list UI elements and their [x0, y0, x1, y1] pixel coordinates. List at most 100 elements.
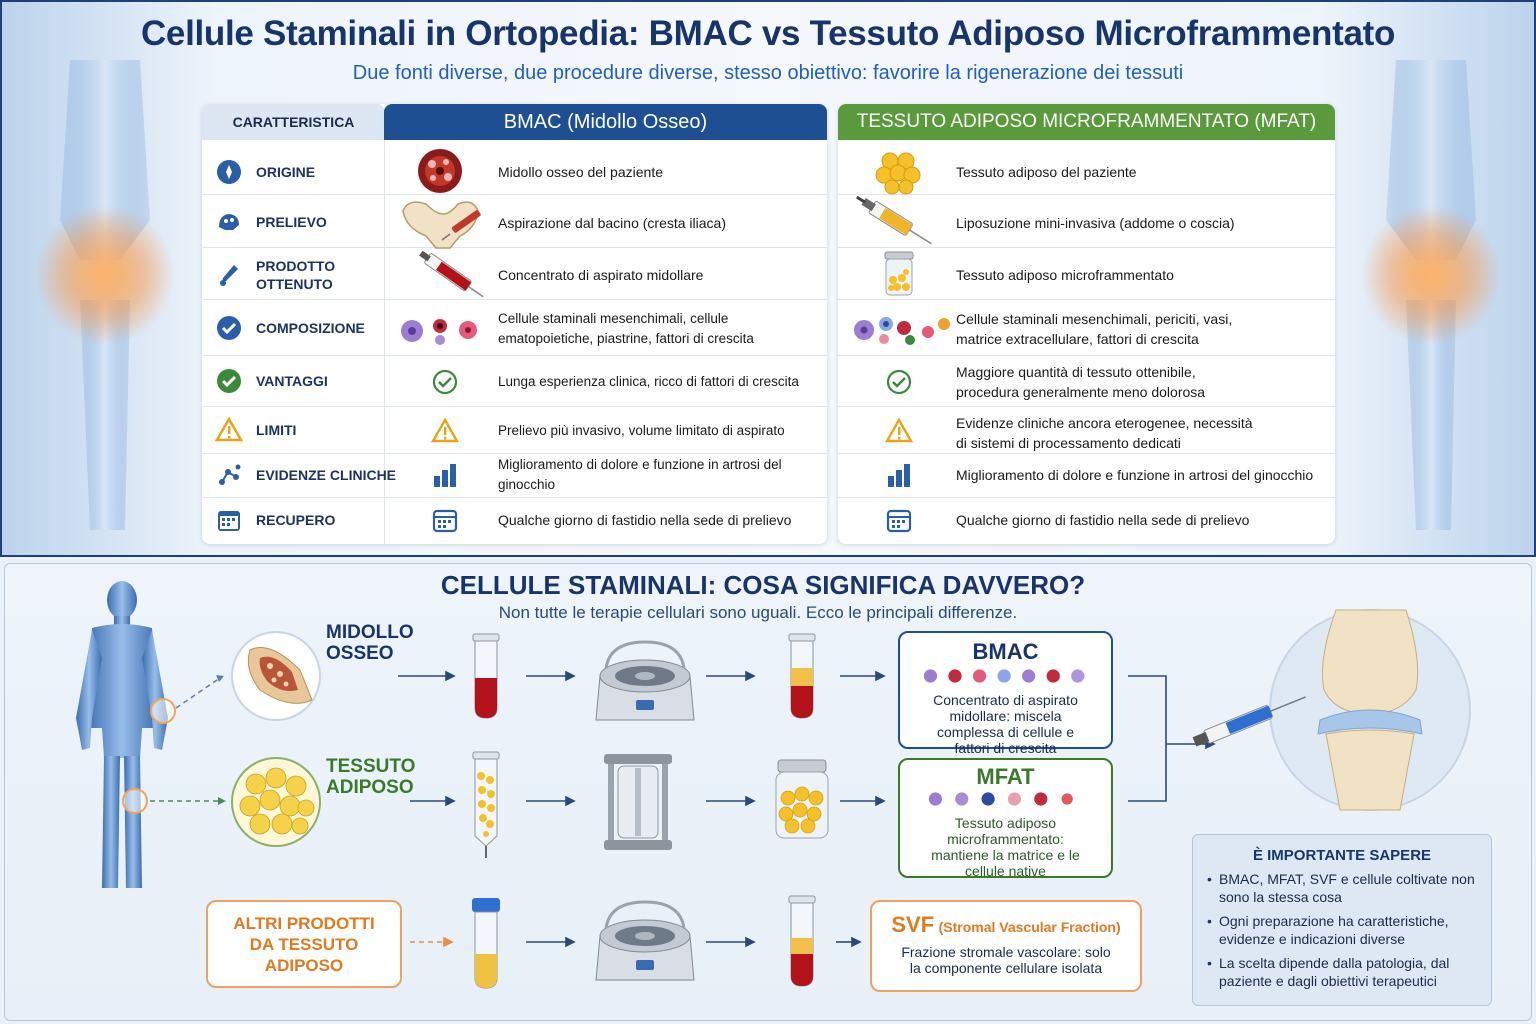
- dashed-arrows-icon: [150, 675, 226, 805]
- pelvis-syringe-icon: [402, 201, 481, 249]
- mfat-limits: Evidenze cliniche ancora eterogenee, nec…: [956, 415, 1253, 451]
- process-subtitle: Non tutte le terapie cellulari sono ugua…: [498, 603, 1018, 622]
- result-mfat-title: MFAT: [976, 764, 1035, 789]
- mfat-harvest: Liposuzione mini-invasiva (addome o cosc…: [956, 215, 1235, 231]
- warning-icon: [214, 416, 244, 442]
- mfat-advantages: Maggiore quantità di tessuto ottenibile,…: [956, 364, 1206, 400]
- row-divider: [202, 453, 827, 454]
- centrifuge-svf-icon: [595, 900, 695, 981]
- liposuction-syringe-icon: [856, 195, 932, 245]
- row-divider: [838, 406, 1335, 407]
- jar-icon: [884, 251, 914, 296]
- calendar-icon: [432, 509, 458, 533]
- page-subtitle: Due fonti diverse, due procedure diverse…: [352, 62, 1184, 84]
- info-item: Ogni preparazione ha caratteristiche, ev…: [1207, 912, 1477, 948]
- mfat-recovery: Qualche giorno di fastidio nella sede di…: [956, 512, 1250, 528]
- mixed-cells-icon: [401, 319, 477, 345]
- adipose-site-marker-icon: [122, 788, 148, 814]
- result-mfat-desc: Tessuto adiposo microframmentato: mantie…: [931, 815, 1080, 879]
- result-mfat-box: MFAT Tessuto adiposo microframmentato: m…: [898, 758, 1113, 879]
- calendar-icon: [886, 509, 912, 533]
- result-svf-desc: Frazione stromale vascolare: solo la com…: [901, 944, 1111, 976]
- info-title: È IMPORTANTE SAPERE: [1252, 847, 1432, 864]
- source-adipose-label: TESSUTO ADIPOSO: [326, 756, 416, 798]
- bmac-limits: Prelievo più invasivo, volume limitato d…: [498, 423, 785, 438]
- bmac-composition: Cellule staminali mesenchimali, cellule …: [498, 311, 754, 346]
- cells-row-icon: [923, 669, 1084, 683]
- row-divider: [838, 247, 1335, 248]
- test-tube-adipose-icon: [472, 751, 500, 858]
- header-bmac: BMAC (Midollo Osseo): [384, 104, 827, 140]
- row-divider: [202, 194, 827, 195]
- feature-label: COMPOSIZIONE: [256, 320, 365, 336]
- feature-column: [202, 104, 827, 544]
- feature-label: ORIGINE: [256, 164, 316, 180]
- row-divider: [202, 355, 827, 356]
- row-divider: [838, 355, 1335, 356]
- result-svf-title-extra: (Stromal Vascular Fraction): [938, 919, 1121, 935]
- processing-device-icon: [604, 754, 672, 850]
- row-divider: [202, 497, 827, 498]
- check-icon: [217, 369, 241, 393]
- feature-label: PRODOTTO OTTENUTO: [256, 258, 336, 292]
- adipose-tissue-section-icon: [231, 757, 321, 847]
- feature-advantages: VANTAGGI: [216, 363, 386, 399]
- other-products-box: ALTRI PRODOTTI DA TESSUTO ADIPOSO: [206, 900, 402, 988]
- column-divider: [384, 140, 385, 544]
- feature-harvest: PRELIEVO: [216, 204, 386, 240]
- row-divider: [838, 453, 1335, 454]
- result-svf-box: SVF (Stromal Vascular Fraction) Frazione…: [870, 900, 1142, 992]
- warning-triangle-icon: [884, 417, 914, 443]
- origin-icon: [217, 160, 241, 184]
- result-svf-heading: SVF (Stromal Vascular Fraction): [872, 912, 1140, 938]
- mfat-column: [838, 104, 1335, 544]
- source-marrow-label: MIDOLLO OSSEO: [326, 622, 414, 664]
- separated-tube-svf-icon: [788, 895, 816, 987]
- knee-illustration-right-icon: [1361, 60, 1501, 530]
- separated-tube-marrow-icon: [788, 633, 816, 719]
- knee-injection-icon: [1192, 609, 1471, 811]
- harvest-icon: [219, 214, 239, 230]
- test-tube-marrow-icon: [472, 633, 500, 719]
- info-item: BMAC, MFAT, SVF e cellule coltivate non …: [1207, 870, 1477, 906]
- info-item: La scelta dipende dalla patologia, dal p…: [1207, 954, 1477, 990]
- check-circle-icon: [432, 369, 458, 395]
- composition-icon: [217, 316, 241, 340]
- feature-evidence: EVIDENZE CLINICHE: [216, 457, 396, 493]
- bar-chart-icon: [434, 464, 456, 487]
- header-mfat: TESSUTO ADIPOSO MICROFRAMMENTATO (MFAT): [838, 104, 1335, 140]
- info-list: BMAC, MFAT, SVF e cellule coltivate non …: [1193, 864, 1491, 990]
- row-divider: [202, 247, 827, 248]
- feature-label: LIMITI: [256, 422, 297, 438]
- source-other-label: ALTRI PRODOTTI DA TESSUTO ADIPOSO: [233, 913, 375, 975]
- bone-marrow-section-icon: [231, 631, 321, 721]
- mfat-origin: Tessuto adiposo del paziente: [956, 164, 1137, 180]
- feature-label: VANTAGGI: [256, 373, 328, 389]
- result-svf-title: SVF: [891, 912, 935, 937]
- mfat-evidence: Miglioramento di dolore e funzione in ar…: [956, 467, 1314, 483]
- row-divider: [838, 194, 1335, 195]
- row-divider: [838, 299, 1335, 300]
- evidence-icon: [219, 464, 241, 485]
- centrifuge-icon: [595, 640, 695, 721]
- check-circle-icon: [886, 369, 912, 395]
- bar-chart-icon: [888, 464, 910, 487]
- warning-triangle-icon: [430, 417, 460, 443]
- feature-label: RECUPERO: [256, 512, 336, 528]
- knee-illustration-left-icon: [35, 60, 175, 530]
- marrow-site-marker-icon: [150, 698, 176, 724]
- product-icon: [220, 265, 238, 286]
- bmac-harvest: Aspirazione dal bacino (cresta iliaca): [498, 215, 726, 231]
- feature-origin: ORIGINE: [216, 154, 386, 190]
- feature-limits: LIMITI: [214, 412, 386, 448]
- jar-adipose-icon: [775, 759, 829, 839]
- feature-label: EVIDENZE CLINICHE: [256, 467, 397, 483]
- bmac-recovery: Qualche giorno di fastidio nella sede di…: [498, 512, 792, 528]
- bone-marrow-cell-icon: [418, 149, 462, 193]
- bmac-product: Concentrato di aspirato midollare: [498, 267, 704, 283]
- feature-label: PRELIEVO: [256, 214, 327, 230]
- row-divider: [202, 299, 827, 300]
- syringe-blood-icon: [419, 250, 484, 298]
- header-feature: CARATTERISTICA: [202, 104, 385, 140]
- result-bmac-desc: Concentrato di aspirato midollare: misce…: [933, 692, 1078, 756]
